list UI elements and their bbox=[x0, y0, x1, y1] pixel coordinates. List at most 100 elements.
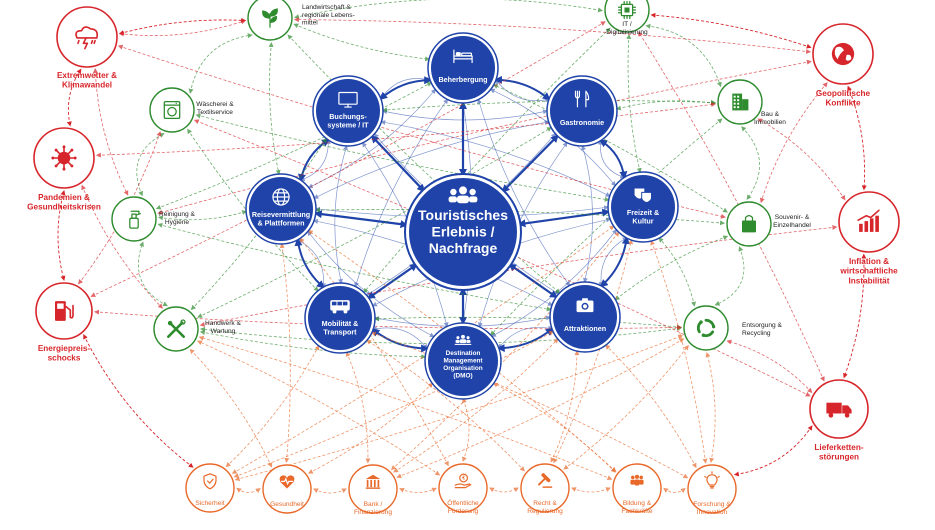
node-label-line: Wartung bbox=[211, 328, 236, 335]
node-label-line: Hygiene bbox=[165, 219, 190, 226]
node-label-line: Textilservice bbox=[197, 109, 233, 116]
edge-geopolitik-inflation bbox=[847, 85, 867, 191]
node-label-line: Recycling bbox=[742, 330, 771, 337]
edge-forschung-mobilitaet bbox=[370, 331, 689, 479]
node-support-bau[interactable]: Bau &Immobilien bbox=[717, 79, 786, 126]
shopping-bag-icon bbox=[742, 214, 756, 233]
node-label-line: regionale Lebens- bbox=[302, 12, 355, 19]
edge-extremwetter-landwirtschaft bbox=[118, 17, 247, 35]
edge-gastronomie-freizeit bbox=[597, 139, 626, 179]
truck-icon bbox=[826, 402, 852, 418]
people-icon bbox=[630, 474, 644, 486]
node-core-attraktionen[interactable]: Attraktionen bbox=[549, 281, 621, 353]
node-label-line: Digitalisierung bbox=[606, 29, 648, 36]
node-service-bank[interactable]: Bank /Finanzierung bbox=[348, 464, 398, 516]
edge-buchung-beherbergung bbox=[379, 76, 433, 101]
node-risk-energie[interactable]: Energiepreis-schocks bbox=[35, 282, 93, 363]
node-label-line: Pandemien & bbox=[38, 193, 90, 202]
node-label-line: Recht & bbox=[533, 500, 557, 507]
recycle-icon bbox=[696, 318, 716, 338]
edge-foerderung-recht bbox=[489, 487, 519, 493]
plant-icon bbox=[262, 8, 278, 28]
storm-cloud-icon bbox=[75, 26, 99, 50]
node-label-line: Reinigung & bbox=[159, 211, 196, 218]
node-support-entsorgung[interactable]: Entsorgung &Recycling bbox=[683, 305, 783, 351]
node-label-line: Regulierung bbox=[527, 508, 563, 515]
node-label-line: Kultur bbox=[632, 216, 653, 225]
node-support-souvenir[interactable]: Souvenir- &Einzelhandel bbox=[726, 201, 811, 247]
node-service-sicherheit[interactable]: Sicherheit bbox=[185, 463, 235, 513]
node-label-line: Lieferketten- bbox=[814, 443, 863, 452]
earth-icon bbox=[831, 42, 855, 66]
euro-hand-icon: € bbox=[454, 473, 472, 489]
node-core-gastronomie[interactable]: Gastronomie bbox=[546, 75, 618, 147]
node-label-line: Attraktionen bbox=[564, 324, 606, 333]
camera-icon bbox=[576, 298, 594, 313]
edge-geopolitik-landwirtschaft bbox=[293, 17, 812, 54]
node-support-reinigung[interactable]: Reinigung &Hygiene bbox=[111, 196, 196, 242]
node-core-freizeit[interactable]: Freizeit &Kultur bbox=[607, 171, 679, 243]
edge-foerderung-dmo bbox=[462, 398, 470, 462]
bank-icon bbox=[365, 474, 381, 489]
edge-geopolitik-souvenir bbox=[759, 82, 828, 204]
node-label-line: Management bbox=[443, 358, 483, 365]
building-icon bbox=[732, 93, 749, 111]
node-support-handwerk[interactable]: Handwerk &Wartung bbox=[153, 306, 242, 352]
node-support-waescherei[interactable]: Wäscherei &Textilservice bbox=[149, 87, 234, 133]
edge-dmo-mobilitaet bbox=[372, 326, 428, 350]
node-risk-extremwetter[interactable]: Extremwetter &Klimawandel bbox=[56, 6, 118, 90]
node-label-line: Bau & bbox=[761, 111, 780, 118]
edge-entsorgung-mobilitaet bbox=[373, 316, 683, 330]
node-label-line: Beherbergung bbox=[438, 75, 487, 84]
edge-reinigung-waescherei bbox=[136, 133, 165, 197]
edge-freizeit-attraktionen bbox=[598, 237, 628, 288]
chip-icon bbox=[617, 0, 637, 20]
node-service-gesundheit[interactable]: Gesundheit bbox=[262, 464, 312, 514]
node-service-forschung[interactable]: Forschung &Innovation bbox=[687, 464, 737, 516]
cutlery-icon bbox=[574, 90, 590, 108]
edge-gesundheit-bank bbox=[313, 488, 347, 494]
edge-mobilitaet-reisevermittlung bbox=[294, 237, 325, 289]
node-service-recht[interactable]: Recht &Regulierung bbox=[520, 463, 570, 515]
node-support-it[interactable]: IT /Digitalisierung bbox=[604, 0, 650, 36]
people-group-icon bbox=[454, 334, 472, 345]
edge-pandemien-energie bbox=[57, 190, 66, 281]
node-label-line: Freizeit & bbox=[627, 208, 659, 217]
edge-waescherei-landwirtschaft bbox=[188, 33, 253, 94]
node-core-buchung[interactable]: Buchungs-systeme / IT bbox=[312, 75, 384, 147]
globe-icon bbox=[272, 188, 290, 206]
node-label-line: Bank / bbox=[364, 501, 383, 508]
edge-extremwetter-landwirtschaft bbox=[118, 19, 247, 37]
edge-souvenir-attraktionen bbox=[614, 235, 729, 301]
edge-it-freizeit bbox=[626, 33, 642, 174]
node-label-line: Mobilität & bbox=[322, 319, 359, 328]
edge-dmo-mobilitaet bbox=[371, 328, 430, 353]
node-service-bildung[interactable]: Bildung &Fachkräfte bbox=[612, 463, 662, 515]
node-label-line: Sicherheit bbox=[195, 500, 224, 507]
node-label-line: Öffentliche bbox=[447, 499, 479, 507]
edge-souvenir-entsorgung bbox=[714, 246, 745, 306]
node-support-landwirtschaft[interactable]: Landwirtschaft &regionale Lebens-mittel bbox=[247, 0, 355, 41]
svg-text:€: € bbox=[462, 476, 465, 482]
node-risk-pandemien[interactable]: Pandemien &Gesundheitskrisen bbox=[27, 127, 101, 212]
node-label-line: Gesundheitskrisen bbox=[27, 203, 101, 212]
node-label-line: Konflikte bbox=[825, 99, 860, 108]
edge-bau-gastronomie bbox=[615, 100, 717, 111]
node-risk-lieferketten[interactable]: Lieferketten-störungen bbox=[809, 379, 869, 462]
node-label-line: Buchungs- bbox=[329, 112, 367, 121]
edge-center-mobilitaet bbox=[367, 263, 418, 300]
node-label-line: Erlebnis / bbox=[431, 224, 494, 240]
node-core-beherbergung[interactable]: Beherbergung bbox=[427, 32, 499, 104]
edge-foerderung-handwerk bbox=[196, 340, 441, 476]
node-core-mobilitaet[interactable]: Mobilität &Transport bbox=[304, 282, 376, 354]
edge-sicherheit-mobilitaet bbox=[225, 344, 320, 468]
node-core-reisevermittlung[interactable]: Reisevermittlung& Plattformen bbox=[245, 173, 317, 245]
node-label-line: störungen bbox=[819, 453, 859, 462]
